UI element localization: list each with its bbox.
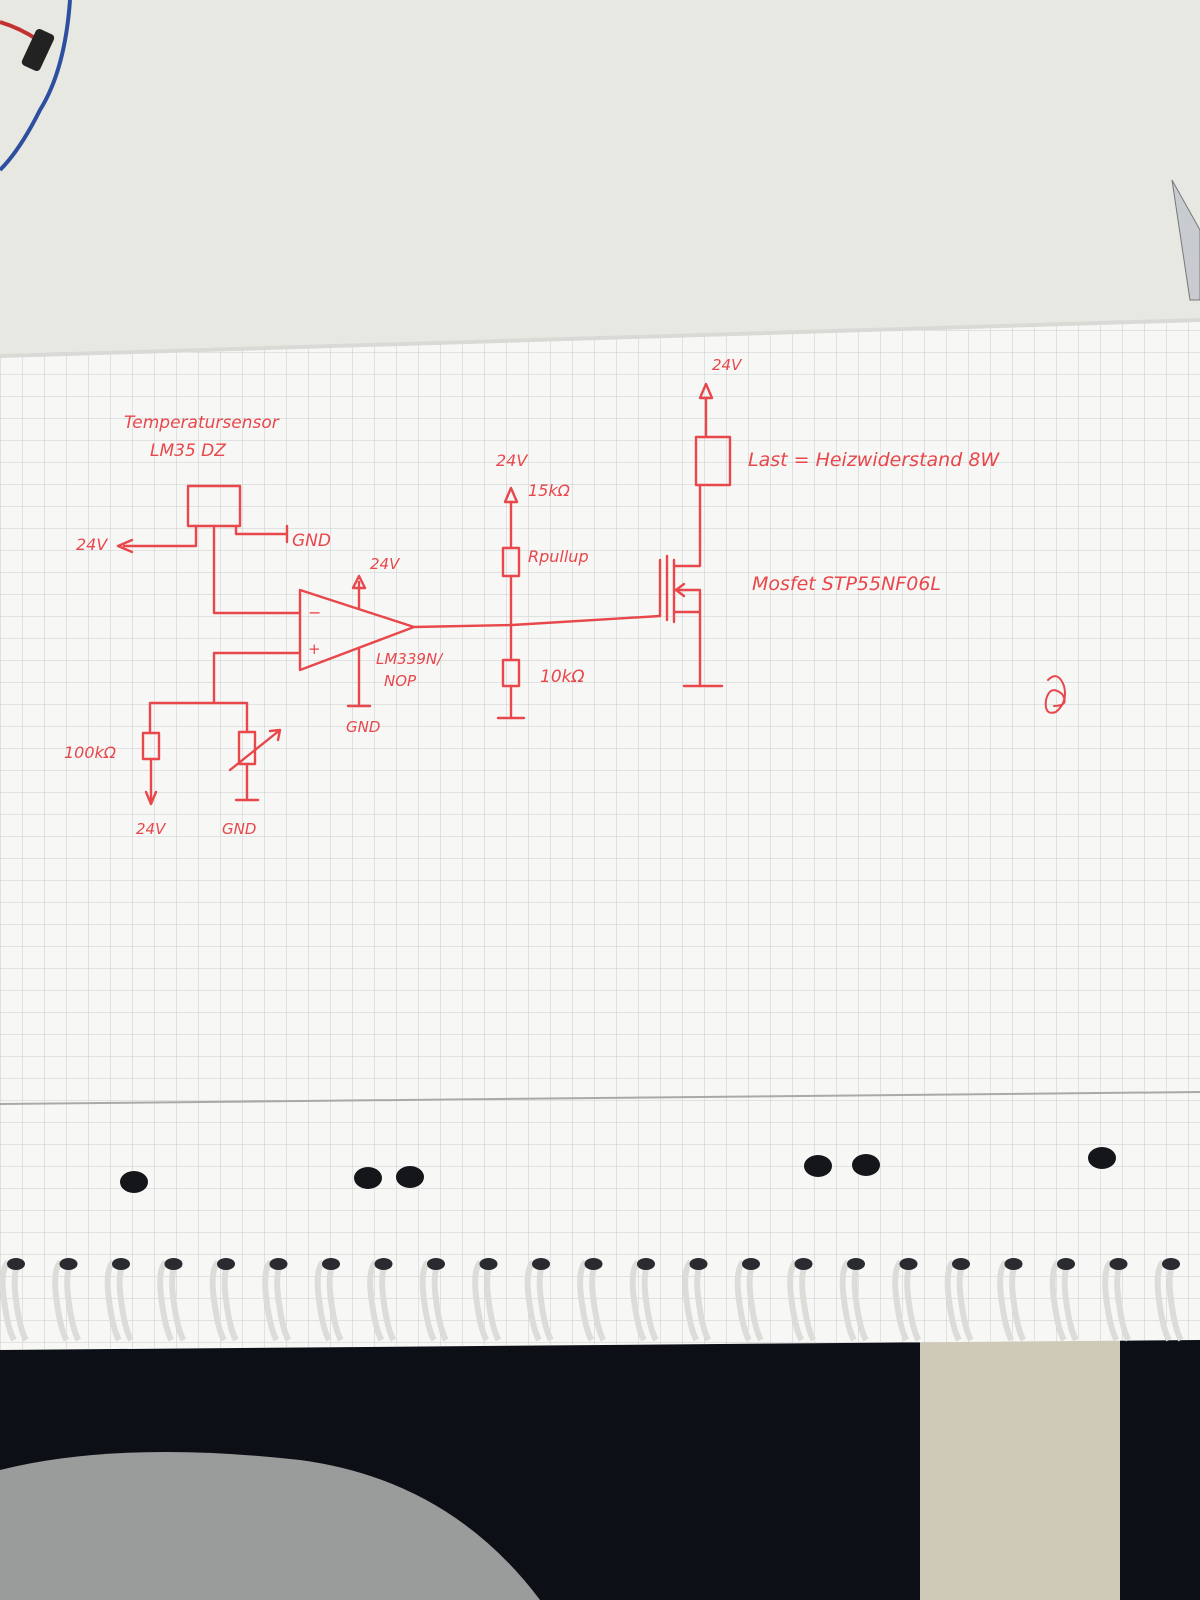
spiral-hole [164,1258,183,1270]
opamp-plus-label: + [308,640,321,658]
opamp-minus-label: − [308,603,321,622]
mosfet-description: Mosfet STP55NF06L [752,573,941,595]
spiral-binding [0,1258,1184,1342]
spiral-loop [314,1259,332,1342]
spiral-hole [952,1258,970,1270]
spiral-loop [1049,1259,1067,1342]
spiral-hole [217,1258,235,1270]
divider-wire [148,701,249,735]
load-resistor [694,435,732,487]
spiral-hole [532,1258,550,1270]
sensor-vcc-arrow [116,538,134,554]
schematic [116,382,1066,806]
spiral-loop [892,1259,910,1342]
pullup-value-label: 15kΩ [528,481,571,500]
cables [0,0,72,172]
spiral-loop [997,1259,1015,1342]
spiral-hole [59,1258,78,1270]
mosfet-arrow [674,582,686,598]
spiral-loop [524,1259,542,1342]
perforation-line [0,1091,1200,1105]
spiral-hole [1057,1258,1075,1270]
sensor-vcc-label: 24V [76,535,108,554]
spiral-loop [839,1259,857,1342]
pullup-vcc-label: 24V [496,451,528,470]
pot-arrow [228,728,282,772]
spiral-loop [629,1259,647,1342]
spiral-loop [472,1259,490,1342]
opamp-vcc-label: 24V [370,555,401,573]
spiral-loop [944,1259,962,1342]
mosfet-drain [672,540,702,568]
sensor-out-wire [212,524,302,615]
opamp-part-label-2: NOP [384,672,417,690]
spiral-loop [682,1259,700,1342]
sensor-vcc-wire [122,524,198,548]
opamp-gnd-label: GND [346,718,380,736]
comparator-triangle [298,588,416,672]
spiral-loop [52,1259,70,1342]
sensor-gnd-label: GND [292,531,331,551]
spiral-hole [322,1258,340,1270]
spiral-hole [112,1258,130,1270]
spiral-hole [427,1258,445,1270]
r100k-vcc-arrow [144,790,158,806]
sweater [0,1452,540,1600]
opamp-vcc-arrow [351,574,367,590]
plus-input-wire [212,651,302,705]
mosfet-body [672,588,702,614]
opamp-part-label-1: LM339N/ [376,650,444,668]
spiral-hole [847,1258,865,1270]
spiral-hole [269,1258,288,1270]
spiral-hole [794,1258,813,1270]
spiral-loop [1154,1259,1172,1342]
schematic-labels: Temperatursensor LM35 DZ 24V GND 24V − +… [64,356,1000,838]
spiral-loop [209,1259,227,1342]
load-vcc-label: 24V [712,356,743,374]
sensor-part-label: LM35 DZ [150,441,226,461]
spiral-hole [479,1258,498,1270]
spiral-hole [899,1258,918,1270]
spiral-loop [787,1259,805,1342]
pullup-name-label: Rpullup [528,547,589,566]
spiral-loop [157,1259,175,1342]
load-vcc-arrow [698,382,714,400]
spiral-hole [374,1258,393,1270]
spiral-hole [7,1258,25,1270]
paper-grid [0,318,1200,1350]
spiral-hole [1004,1258,1023,1270]
spiral-hole [637,1258,655,1270]
spiral-loop [262,1259,280,1342]
spiral-loop [734,1259,752,1342]
scribble [1044,675,1066,714]
spiral-loop [419,1259,437,1342]
spiral-loop [577,1259,595,1342]
spiral-hole [584,1258,603,1270]
spiral-loop [367,1259,385,1342]
spiral-loop [104,1259,122,1342]
wooden-edge [920,1320,1120,1600]
spiral-loop [1102,1259,1120,1342]
spiral-hole [1162,1258,1180,1270]
r-fixed-vcc-label: 24V [136,820,167,838]
sensor-gnd-wire [234,524,288,536]
spiral-hole [689,1258,708,1270]
load-description: Last = Heizwiderstand 8W [748,449,1000,471]
r-fixed-label: 100kΩ [64,743,117,762]
punch-holes [120,1147,1116,1193]
pulldown-value-label: 10kΩ [540,667,584,687]
pen [1171,179,1200,301]
sensor-title: Temperatursensor [124,413,280,433]
spiral-loop [0,1259,17,1342]
spiral-hole [1109,1258,1128,1270]
paper-shadow-edge [0,318,1200,358]
spiral-hole [742,1258,760,1270]
pot-gnd-label: GND [222,820,256,838]
